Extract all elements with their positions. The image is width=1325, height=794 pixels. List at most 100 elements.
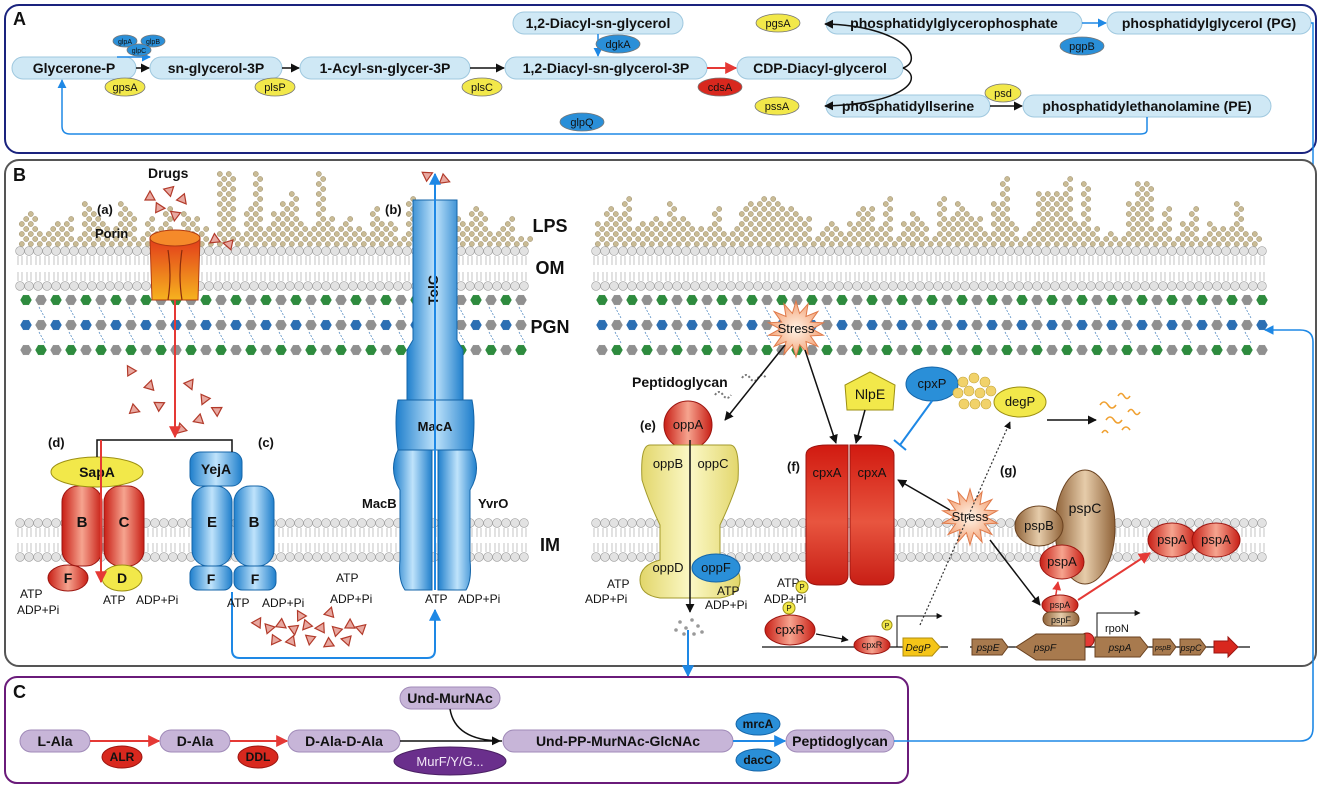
om-lipid-head [609,281,619,291]
lps-bead [68,216,74,222]
pgn-sugar [1075,319,1089,331]
lps-bead [622,211,628,217]
pgn-sugar [469,344,483,356]
pgn-sugar [124,319,138,331]
pgn-sugar [304,319,318,331]
lps-bead [1189,241,1195,247]
pspf-bound-label: pspF [1051,615,1072,625]
nlpe-label: NlpE [855,386,885,402]
lps-bead [68,226,74,232]
lps-bead [613,221,619,227]
om-lipid-head [339,281,349,291]
lps-bead [1058,226,1064,232]
lps-bead [761,236,768,242]
pgn-sugar [1090,344,1104,356]
lps-bead [1081,181,1087,187]
im-lipid-head [501,552,511,562]
peptide-dot [690,618,694,622]
lps-bead [122,236,128,242]
lps-bead [23,216,30,222]
lps-bead [297,241,304,247]
om-lipid-head [924,281,934,291]
om-lipid-head [1203,281,1213,291]
psp-operon [971,633,1239,661]
pgn-sugar [1000,294,1014,306]
im-lipid-head [924,552,934,562]
im-lipid-head [375,552,385,562]
om-label: OM [536,258,565,278]
lps-bead [1153,241,1159,247]
lps-bead [1126,241,1132,247]
im-lipid-head [15,552,25,562]
lps-bead [221,186,227,192]
lps-bead [95,226,101,232]
pgn-sugar [865,294,879,306]
lps-bead [919,221,925,227]
pgn-sugar [1165,319,1179,331]
lps-bead [995,236,1002,242]
om-lipid-head [1185,246,1195,256]
lps-bead [937,241,943,247]
lps-bead [293,206,300,212]
lps-bead [180,211,187,217]
lps-bead [73,241,79,247]
tolc-label: TolC [425,275,441,305]
lps-bead [311,226,318,232]
lps-bead [806,216,813,222]
im-lipid-head [951,552,961,562]
om-lipid-head [375,246,385,256]
om-lipid-head [15,246,25,256]
lps-bead [315,201,322,207]
lps-bead [757,241,763,247]
pgn-sugar [319,319,333,331]
lps-bead [55,231,61,237]
lps-bead [387,221,394,227]
im-lipid-head [600,552,610,562]
lps-bead [1148,226,1154,232]
om-lipid-head [915,281,925,291]
om-lipid-head [906,281,916,291]
pgn-sugar [685,319,699,331]
pgn-sugar [484,344,498,356]
lps-bead [1162,211,1168,217]
lps-bead [1004,206,1011,212]
lps-bead [1198,241,1204,247]
om-lipid-head [456,281,466,291]
lps-bead [1081,211,1087,217]
om-lipid-head [789,281,799,291]
om-lipid-head [762,246,772,256]
lps-bead [833,236,840,242]
lps-bead [779,216,786,222]
pssa-enzyme [754,96,800,116]
lps-bead [320,196,327,202]
lps-bead [608,226,615,232]
lps-bead [27,211,34,217]
im-lipid-head [510,552,520,562]
yvro-label: YvrO [478,496,508,511]
im-lipid-head [1122,518,1132,528]
phospho-cpxr [782,601,796,615]
pgn-sugar [229,319,243,331]
lps-bead [118,241,124,247]
lps-bead [968,216,975,222]
om-lipid-head [1176,281,1186,291]
pgn-sugar [259,294,273,306]
lps-bead [504,221,511,227]
om-lipid-head [591,246,601,256]
pgn-sugar [64,344,78,356]
lps-bead [91,241,97,247]
om-lipid-head [42,281,52,291]
unfolded-protein [958,398,970,410]
misfolded-protein-cluster [952,372,997,410]
lps-layer [18,171,1262,247]
pgn-sugar [1045,319,1059,331]
lps-bead [1004,216,1011,222]
lps-bead [626,196,633,202]
lps-bead [491,236,498,242]
lps-bead [77,236,83,242]
lps-bead [1166,216,1172,222]
lps-bead [1054,201,1060,207]
pgn-sugar [469,319,483,331]
lps-bead [1216,231,1222,237]
